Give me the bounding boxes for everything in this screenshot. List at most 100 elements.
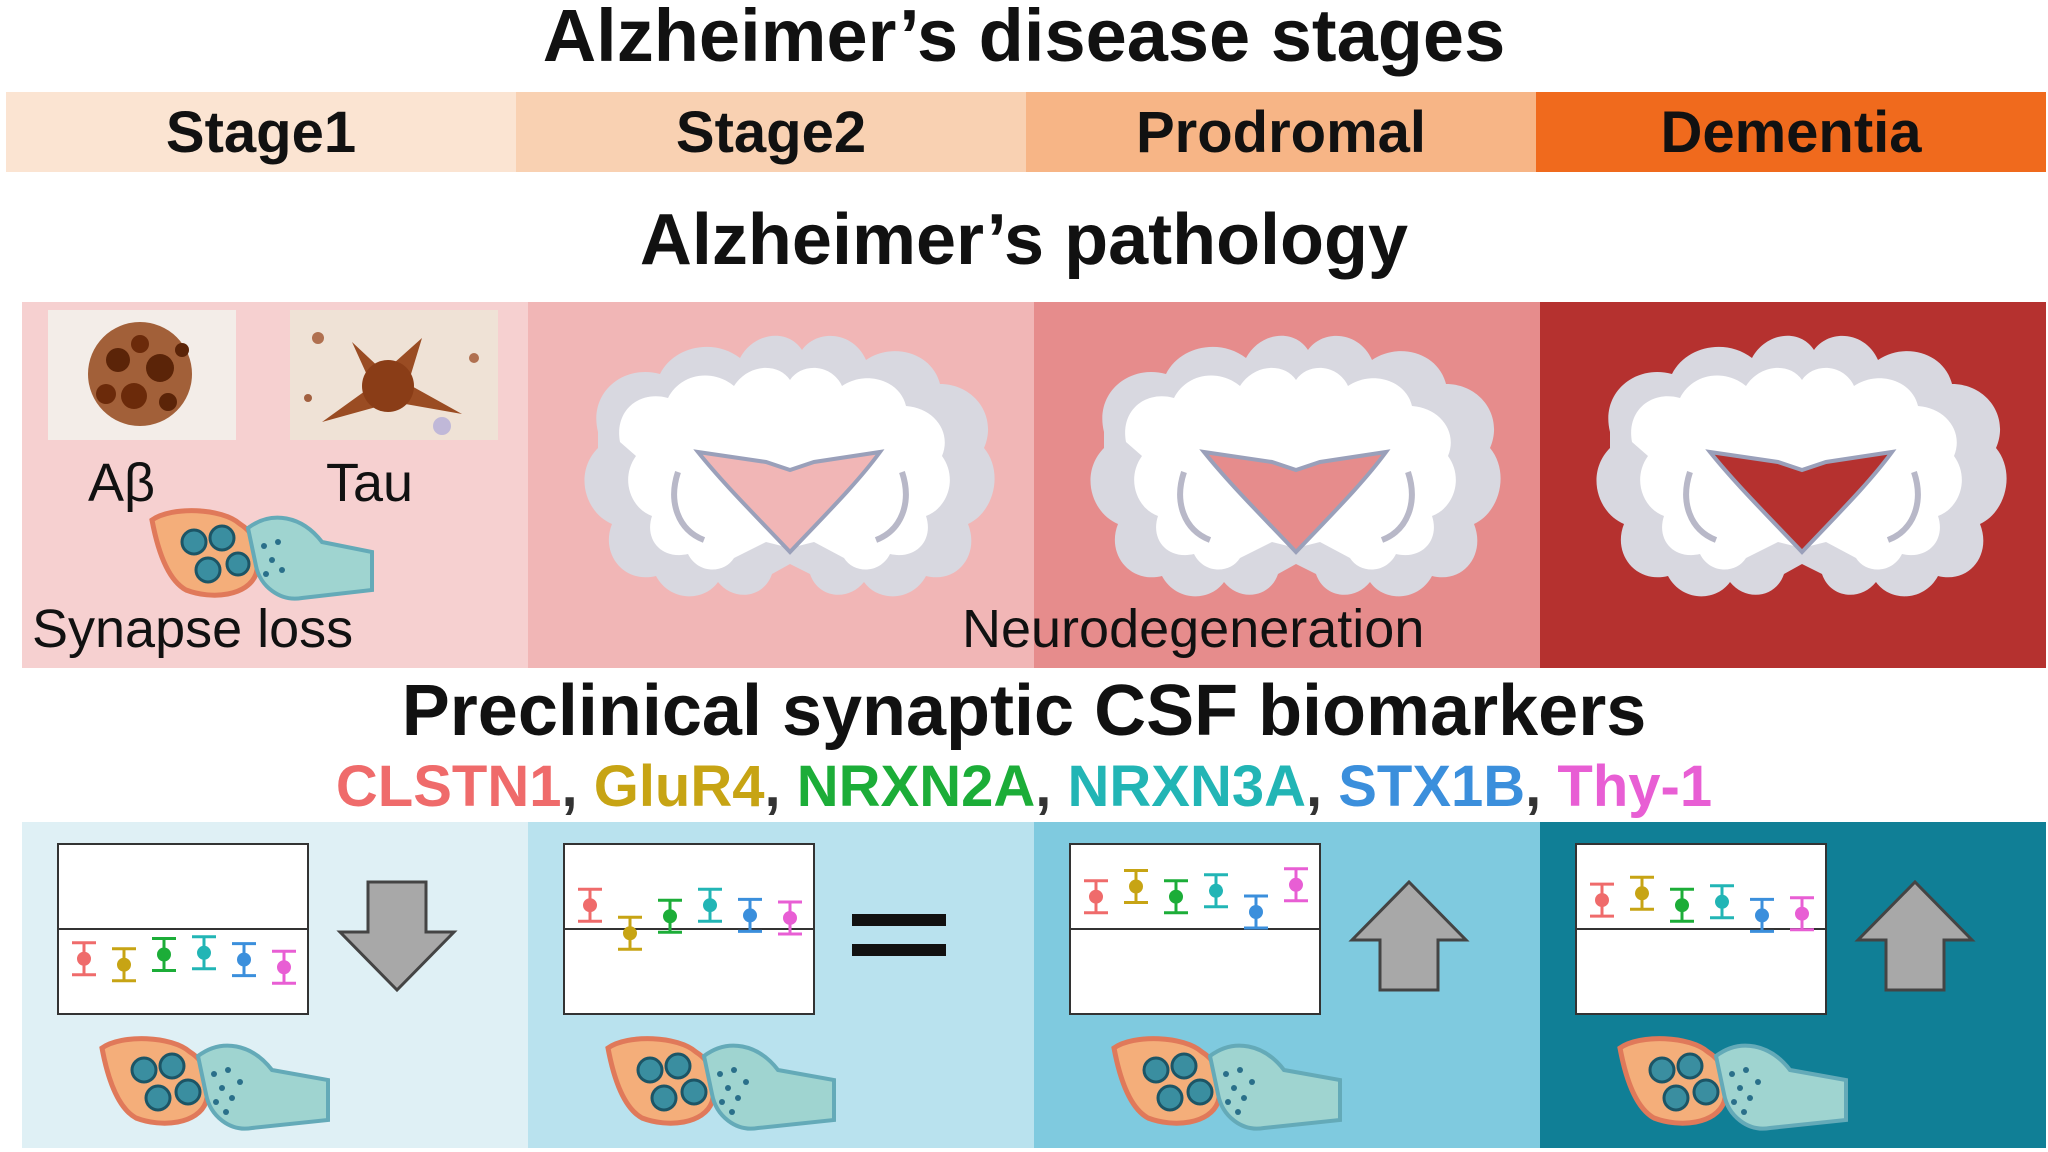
mean-dot xyxy=(583,898,597,913)
marker-point-nrxn2a xyxy=(1670,887,1694,923)
marker-point-nrxn3a xyxy=(1710,884,1734,920)
marker-point-nrxn2a xyxy=(152,937,176,972)
mean-dot xyxy=(197,945,211,960)
neurotransmitter-dot xyxy=(1731,1099,1737,1105)
pathology-panel-prodromal xyxy=(1034,302,1540,668)
neurotransmitter-dot xyxy=(719,1099,725,1105)
marker-point-nrxn2a xyxy=(658,898,682,934)
marker-point-clstn1 xyxy=(578,887,602,923)
neurotransmitter-dot xyxy=(237,1079,243,1085)
synapse-icon xyxy=(1111,1036,1342,1131)
synaptic-vesicle xyxy=(1648,1056,1676,1084)
mean-dot xyxy=(277,960,291,975)
marker-point-glur4 xyxy=(1124,869,1148,904)
mean-dot xyxy=(1289,877,1303,892)
arrow-down-icon xyxy=(336,880,458,993)
pathology-panel-stage1: Aβ Tau Synapse loss xyxy=(22,302,528,668)
mean-dot xyxy=(1755,908,1769,923)
synaptic-vesicle xyxy=(1662,1084,1690,1112)
equal-sign-icon xyxy=(852,914,946,926)
marker-separator: , xyxy=(764,754,797,819)
marker-name-glur4: GluR4 xyxy=(593,754,765,819)
neurotransmitter-dot xyxy=(211,1071,217,1077)
mean-dot xyxy=(1209,883,1223,898)
marker-name-thy1: Thy-1 xyxy=(1557,754,1713,819)
synaptic-vesicle xyxy=(158,1052,186,1080)
neurotransmitter-dot xyxy=(1737,1085,1743,1091)
histology-images xyxy=(48,310,498,601)
postsynaptic-terminal xyxy=(195,1043,330,1131)
mean-dot xyxy=(1675,898,1689,913)
marker-point-clstn1 xyxy=(1590,882,1614,918)
biomarker-plot-panel xyxy=(1575,843,1976,1131)
neurotransmitter-dot xyxy=(1241,1095,1247,1101)
mean-dot xyxy=(623,926,637,941)
mean-dot xyxy=(1795,906,1809,921)
synapse-icon xyxy=(1617,1036,1848,1131)
neurotransmitter-dot xyxy=(213,1099,219,1105)
synaptic-vesicle xyxy=(664,1052,692,1080)
marker-point-nrxn3a xyxy=(192,935,216,971)
neurotransmitter-dot xyxy=(1223,1071,1229,1077)
pathology-title: Alzheimer’s pathology xyxy=(639,200,1409,280)
synaptic-vesicle xyxy=(1156,1084,1184,1112)
neurotransmitter-dot xyxy=(743,1079,749,1085)
mean-dot xyxy=(237,952,251,967)
neurotransmitter-dot xyxy=(229,1095,235,1101)
neurotransmitter-dot xyxy=(725,1085,731,1091)
marker-point-nrxn2a xyxy=(1164,879,1188,915)
pathology-panel-dementia xyxy=(1540,302,2046,668)
marker-point-stx1b xyxy=(232,942,256,978)
biomarker-panel-stage1 xyxy=(22,822,528,1148)
synaptic-vesicle xyxy=(174,1078,202,1106)
marker-point-nrxn3a xyxy=(1204,873,1228,909)
marker-point-thy1 xyxy=(778,900,802,936)
postsynaptic-terminal xyxy=(701,1043,836,1131)
neurotransmitter-dot xyxy=(717,1071,723,1077)
pathology-row: Aβ Tau Synapse loss Neurodegeneration xyxy=(22,302,2046,668)
marker-point-clstn1 xyxy=(72,941,96,977)
marker-point-glur4 xyxy=(112,947,136,983)
marker-point-stx1b xyxy=(738,897,762,933)
marker-separator: , xyxy=(1035,754,1068,819)
synaptic-vesicle xyxy=(1186,1078,1214,1106)
disease-stages-title: Alzheimer’s disease stages xyxy=(542,0,1506,77)
marker-name-stx1b: STX1B xyxy=(1338,754,1526,819)
stage-cell-2: Stage2 xyxy=(516,92,1026,172)
tau-neuron xyxy=(304,332,479,435)
marker-separator: , xyxy=(1525,754,1558,819)
mean-dot xyxy=(77,951,91,966)
mean-dot xyxy=(117,957,131,972)
neurotransmitter-dot xyxy=(1249,1079,1255,1085)
synaptic-vesicle xyxy=(650,1084,678,1112)
neurotransmitter-dot xyxy=(219,1085,225,1091)
neurotransmitter-dot xyxy=(1235,1109,1241,1115)
biomarker-list: CLSTN1, GluR4, NRXN2A, NRXN3A, STX1B, Th… xyxy=(0,752,2048,822)
neurotransmitter-dot xyxy=(223,1109,229,1115)
stage-bar: Stage1 Stage2 Prodromal Dementia xyxy=(6,92,2046,172)
mean-dot xyxy=(157,947,171,962)
neurotransmitter-dot xyxy=(1729,1071,1735,1077)
marker-name-nrxn3a: NRXN3A xyxy=(1067,754,1306,819)
marker-separator: , xyxy=(561,754,594,819)
mean-dot xyxy=(1595,893,1609,908)
tau-label: Tau xyxy=(326,453,414,513)
biomarker-plot-panel xyxy=(57,843,458,1131)
neurotransmitter-dot xyxy=(731,1067,737,1073)
marker-name-clstn1: CLSTN1 xyxy=(335,754,562,819)
arrow-up-icon xyxy=(1348,879,1470,992)
marker-name-nrxn2a: NRXN2A xyxy=(796,754,1036,819)
marker-point-stx1b xyxy=(1750,897,1774,933)
mean-dot xyxy=(1129,879,1143,894)
mean-dot xyxy=(703,898,717,913)
mean-dot xyxy=(663,909,677,924)
neurotransmitter-dot xyxy=(1755,1079,1761,1085)
biomarker-plot-panel xyxy=(563,843,946,1131)
postsynaptic-terminal xyxy=(1713,1043,1848,1131)
synaptic-vesicle xyxy=(636,1056,664,1084)
biomarker-row xyxy=(22,822,2046,1148)
postsynaptic-terminal xyxy=(1207,1043,1342,1131)
synaptic-vesicle xyxy=(144,1084,172,1112)
marker-point-thy1 xyxy=(1790,896,1814,932)
biomarker-panel-dementia xyxy=(1540,822,2046,1148)
